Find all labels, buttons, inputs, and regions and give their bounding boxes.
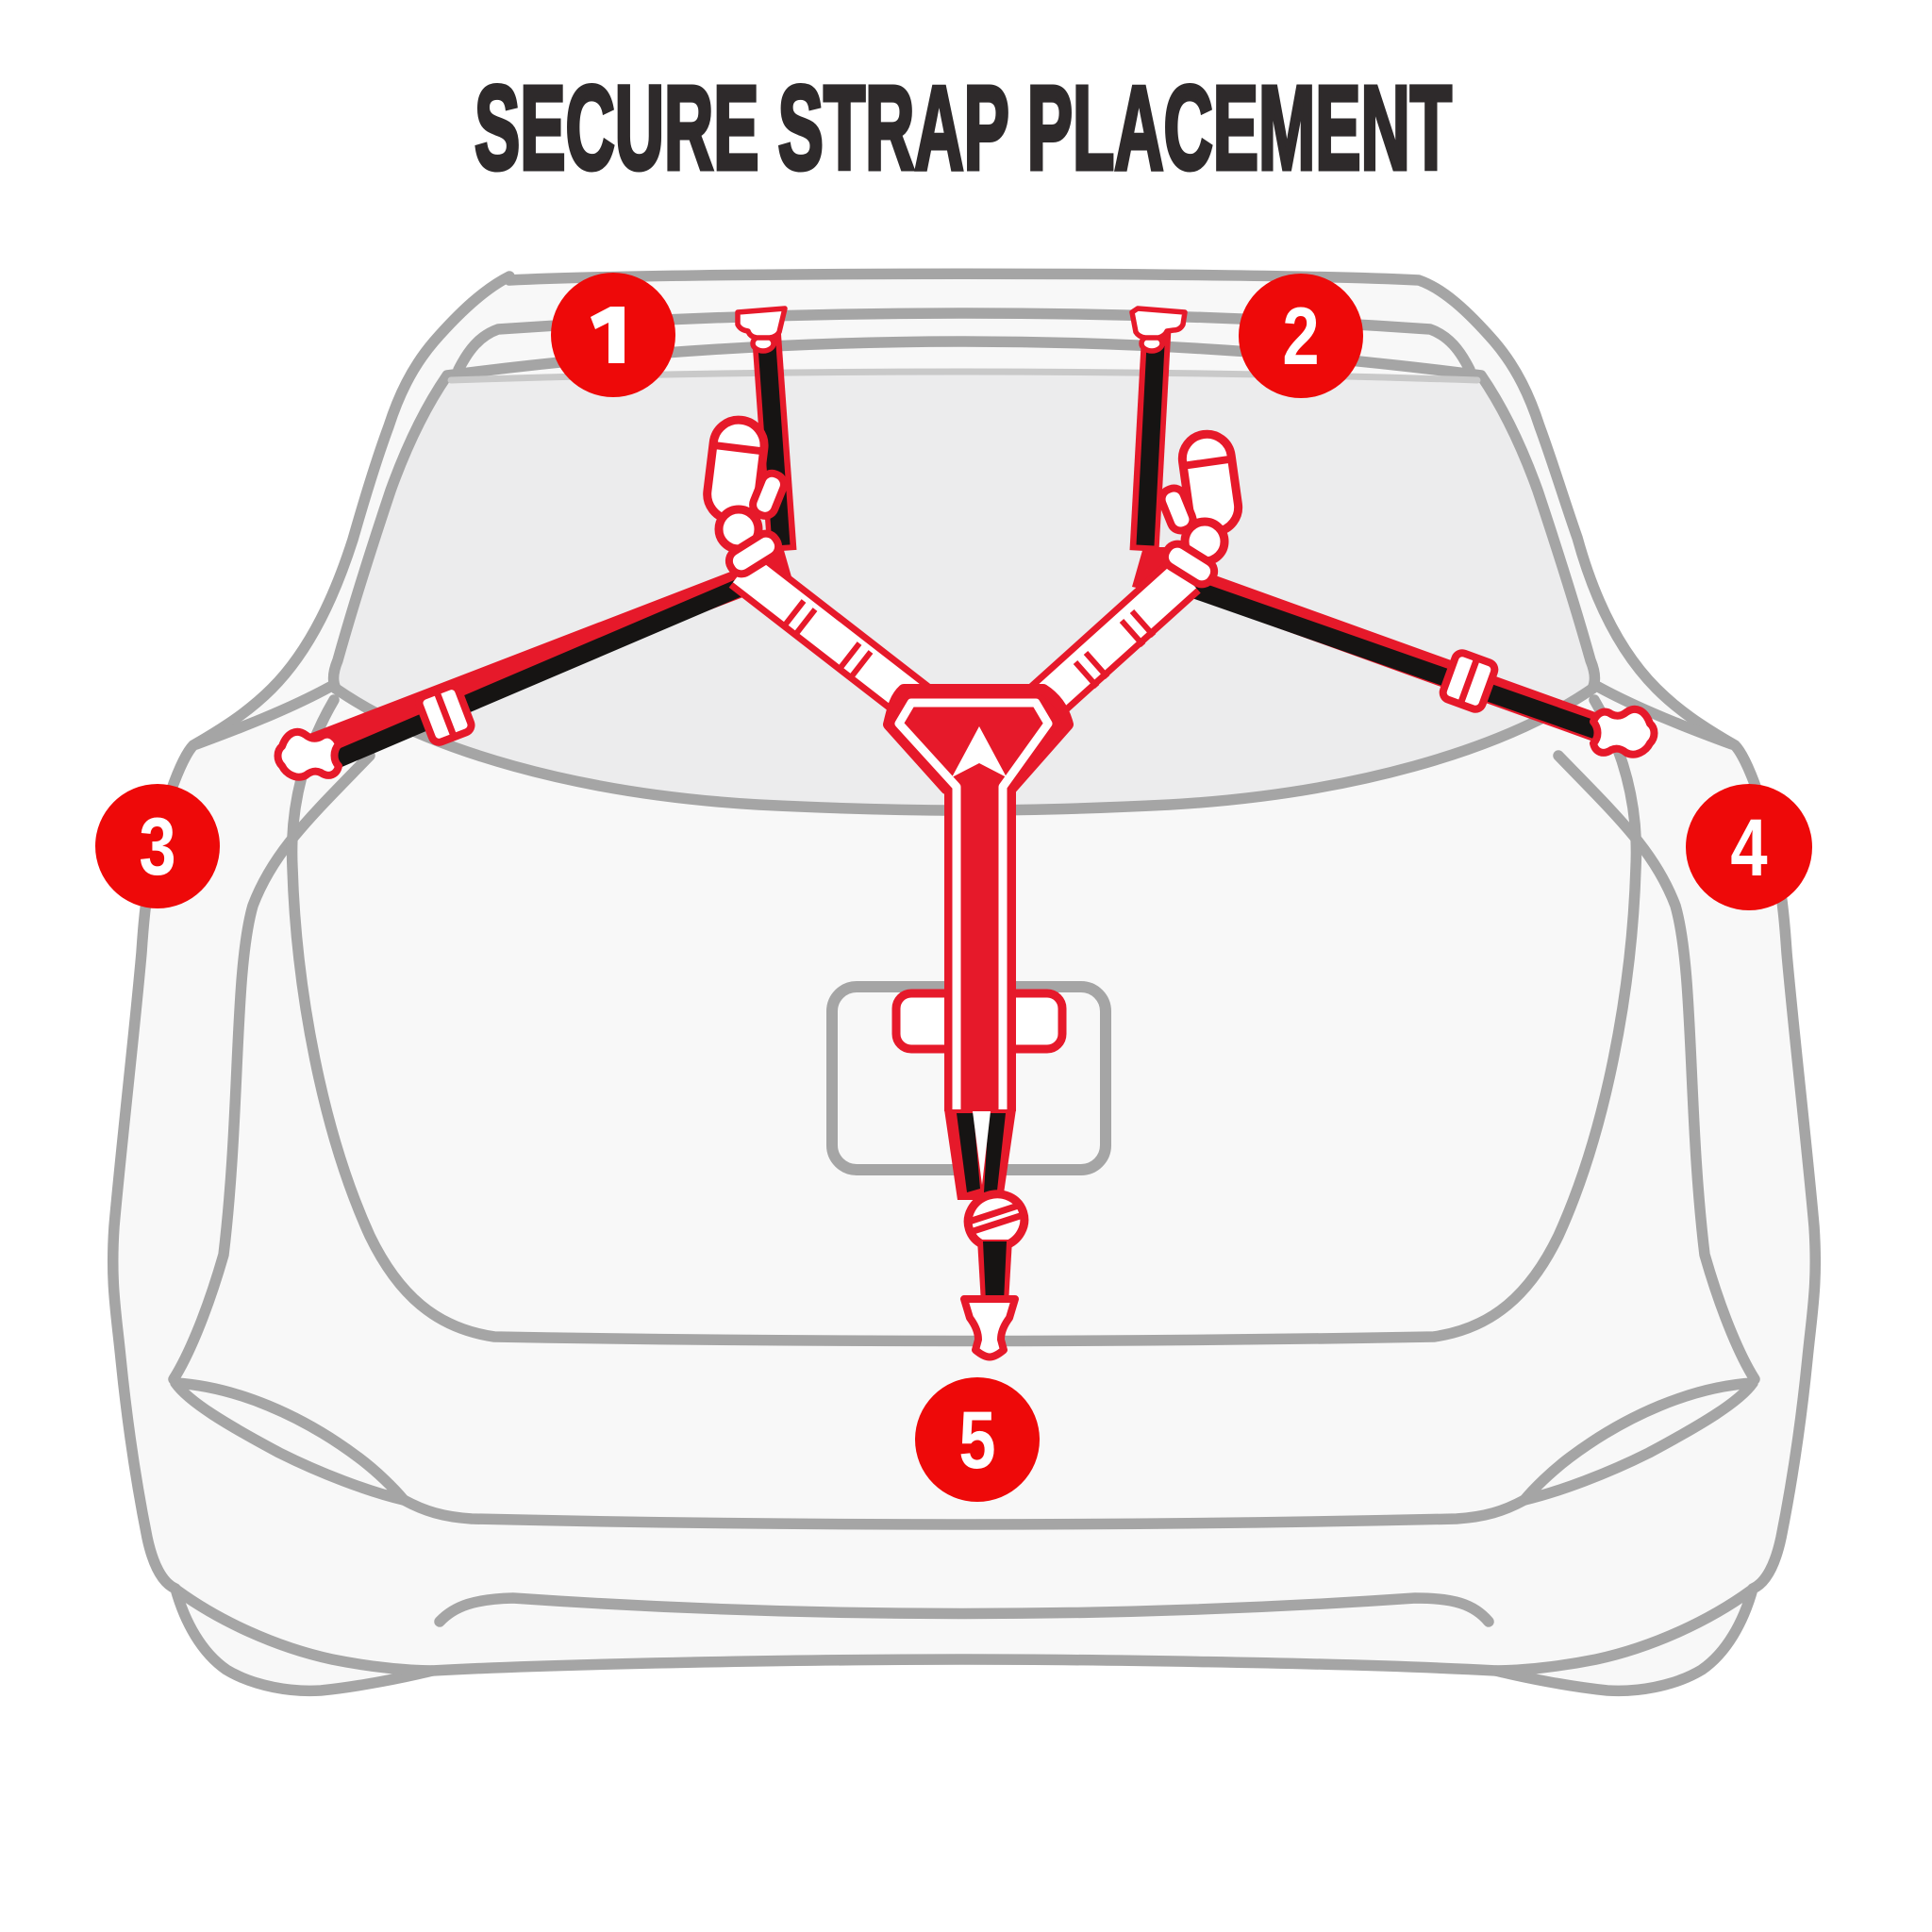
svg-text:5: 5 <box>958 1394 995 1485</box>
svg-text:4: 4 <box>1730 802 1767 892</box>
svg-text:SECURE STRAP PLACEMENT: SECURE STRAP PLACEMENT <box>475 61 1452 194</box>
svg-text:3: 3 <box>139 801 175 891</box>
svg-text:2: 2 <box>1282 291 1319 381</box>
